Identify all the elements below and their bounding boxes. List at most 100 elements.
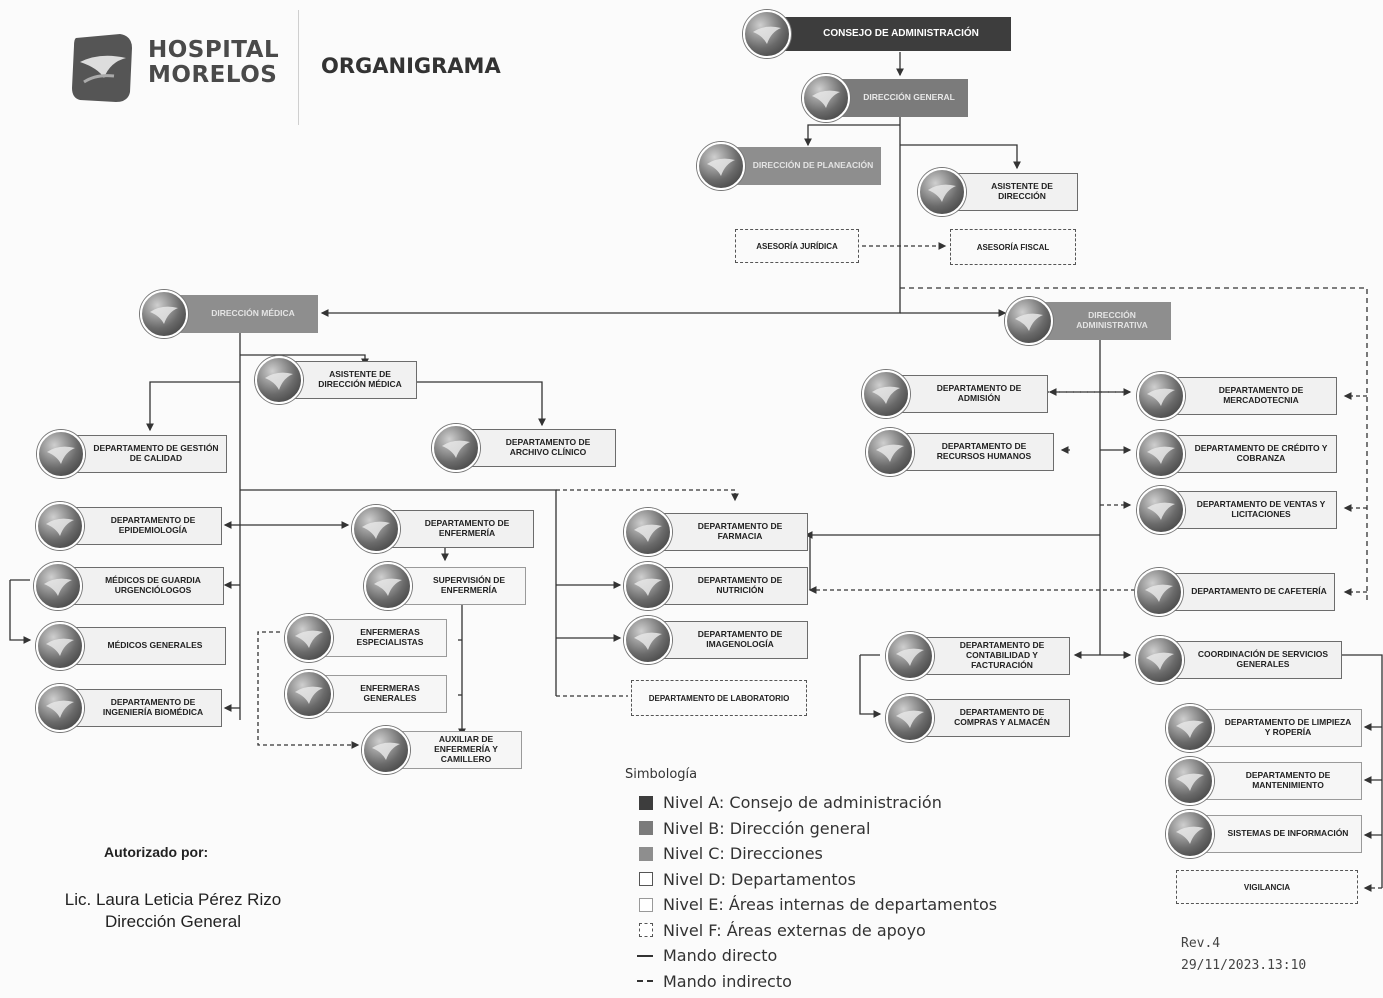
legend-label: Nivel D: Departamentos	[663, 869, 856, 889]
node-icon	[743, 10, 791, 58]
node-recursos-humanos[interactable]: DEPARTAMENTO DE RECURSOS HUMANOS	[866, 428, 1054, 476]
node-epidemiologia[interactable]: DEPARTAMENTO DE EPIDEMIOLOGÍA	[36, 502, 222, 550]
node-icon	[36, 622, 84, 670]
node-vigilancia[interactable]: VIGILANCIA	[1176, 870, 1358, 904]
legend-swatch	[639, 795, 653, 810]
node-direccion-general[interactable]: DIRECCIÓN GENERAL	[802, 74, 968, 122]
node-icon	[624, 562, 672, 610]
node-enfermeras-generales[interactable]: ENFERMERAS GENERALES	[285, 670, 447, 718]
node-ingenieria-biomedica[interactable]: DEPARTAMENTO DE INGENIERÍA BIOMÉDICA	[36, 684, 222, 732]
node-enfermeria[interactable]: DEPARTAMENTO DE ENFERMERÍA	[352, 505, 534, 553]
node-imagenologia[interactable]: DEPARTAMENTO DE IMAGENOLOGÍA	[624, 616, 808, 664]
brand-line-1: HOSPITAL	[148, 37, 280, 63]
node-label: DEPARTAMENTO DE COMPRAS Y ALMACÉN	[914, 699, 1070, 737]
legend-solid-line	[637, 954, 653, 957]
node-contabilidad[interactable]: DEPARTAMENTO DE CONTABILIDAD Y FACTURACI…	[886, 632, 1070, 680]
node-auxiliar-enfermeria[interactable]: AUXILIAR DE ENFERMERÍA Y CAMILLERO	[362, 726, 522, 774]
node-medicos-guardia[interactable]: MÉDICOS DE GUARDIA URGENCIÓLOGOS	[34, 562, 224, 610]
node-sistemas-informacion[interactable]: SISTEMAS DE INFORMACIÓN	[1166, 810, 1362, 858]
revision-date: 29/11/2023.13:10	[1181, 958, 1307, 973]
node-label: DEPARTAMENTO DE ENFERMERÍA	[380, 510, 534, 548]
legend-item-nivel-f: Nivel F: Áreas externas de apoyo	[625, 918, 997, 944]
node-mercadotecnia[interactable]: DEPARTAMENTO DE MERCADOTECNIA	[1137, 372, 1337, 420]
node-icon	[1136, 636, 1184, 684]
node-asistente-direccion[interactable]: ASISTENTE DE DIRECCIÓN	[918, 168, 1078, 216]
legend-label: Nivel C: Direcciones	[663, 844, 823, 864]
node-gestion-calidad[interactable]: DEPARTAMENTO DE GESTIÓN DE CALIDAD	[37, 430, 227, 478]
node-icon	[862, 370, 910, 418]
node-icon	[1137, 372, 1185, 420]
node-icon	[1166, 810, 1214, 858]
revision-info: Rev.4 29/11/2023.13:10	[1181, 933, 1306, 977]
node-label: COORDINACIÓN DE SERVICIOS GENERALES	[1164, 641, 1342, 679]
legend-label: Mando directo	[663, 946, 778, 966]
node-asesoria-juridica[interactable]: ASESORÍA JURÍDICA	[735, 229, 859, 263]
legend-item-nivel-d: Nivel D: Departamentos	[625, 867, 997, 893]
node-label: DIRECCIÓN DE PLANEACIÓN	[725, 147, 881, 185]
node-archivo-clinico[interactable]: DEPARTAMENTO DE ARCHIVO CLÍNICO	[432, 424, 616, 472]
node-direccion-administrativa[interactable]: DIRECCIÓN ADMINISTRATIVA	[1005, 297, 1171, 345]
node-supervision-enfermeria[interactable]: SUPERVISIÓN DE ENFERMERÍA	[364, 562, 526, 610]
node-enfermeras-especialistas[interactable]: ENFERMERAS ESPECIALISTAS	[285, 614, 447, 662]
node-icon	[1166, 757, 1214, 805]
node-icon	[37, 430, 85, 478]
node-label: ENFERMERAS ESPECIALISTAS	[313, 619, 447, 657]
node-label: DEPARTAMENTO DE FARMACIA	[652, 513, 808, 551]
node-icon	[624, 616, 672, 664]
legend-item-nivel-e: Nivel E: Áreas internas de departamentos	[625, 892, 997, 918]
node-icon	[886, 632, 934, 680]
node-label: DEPARTAMENTO DE CAFETERÍA	[1163, 573, 1335, 611]
node-label: MÉDICOS DE GUARDIA URGENCIÓLOGOS	[62, 567, 224, 605]
legend-label: Nivel B: Dirección general	[663, 818, 871, 838]
legend-swatch	[639, 821, 653, 836]
header-divider	[298, 10, 299, 125]
node-icon	[624, 508, 672, 556]
authorization-label: Autorizado por:	[104, 844, 209, 860]
node-credito-cobranza[interactable]: DEPARTAMENTO DE CRÉDITO Y COBRANZA	[1137, 430, 1337, 478]
node-icon	[362, 726, 410, 774]
node-asistente-direccion-medica[interactable]: ASISTENTE DE DIRECCIÓN MÉDICA	[255, 356, 417, 404]
node-cafeteria[interactable]: DEPARTAMENTO DE CAFETERÍA	[1135, 568, 1335, 616]
node-icon	[886, 694, 934, 742]
node-mantenimiento[interactable]: DEPARTAMENTO DE MANTENIMIENTO	[1166, 757, 1362, 805]
node-direccion-medica[interactable]: DIRECCIÓN MÉDICA	[140, 290, 318, 338]
page-title: ORGANIGRAMA	[321, 54, 501, 78]
node-icon	[802, 74, 850, 122]
node-icon	[432, 424, 480, 472]
node-label: SUPERVISIÓN DE ENFERMERÍA	[392, 567, 526, 605]
node-direccion-planeacion[interactable]: DIRECCIÓN DE PLANEACIÓN	[697, 142, 881, 190]
node-icon	[285, 670, 333, 718]
authorization-role: Dirección General	[104, 912, 242, 931]
node-icon	[285, 614, 333, 662]
hospital-name: HOSPITAL MORELOS	[148, 38, 279, 88]
node-admision[interactable]: DEPARTAMENTO DE ADMISIÓN	[862, 370, 1048, 418]
hospital-logo-icon	[72, 34, 132, 102]
node-label: DIRECCIÓN GENERAL	[830, 79, 968, 117]
node-label: CONSEJO DE ADMINISTRACIÓN	[771, 17, 1011, 51]
node-compras-almacen[interactable]: DEPARTAMENTO DE COMPRAS Y ALMACÉN	[886, 694, 1070, 742]
node-label: DEPARTAMENTO DE RECURSOS HUMANOS	[894, 433, 1054, 471]
node-icon	[36, 502, 84, 550]
node-medicos-generales[interactable]: MÉDICOS GENERALES	[36, 622, 226, 670]
node-limpieza-roperia[interactable]: DEPARTAMENTO DE LIMPIEZA Y ROPERÍA	[1166, 704, 1362, 752]
node-ventas-licitaciones[interactable]: DEPARTAMENTO DE VENTAS Y LICITACIONES	[1137, 486, 1337, 534]
node-label: DIRECCIÓN ADMINISTRATIVA	[1033, 302, 1171, 340]
node-label: DEPARTAMENTO DE GESTIÓN DE CALIDAD	[65, 435, 227, 473]
node-icon	[918, 168, 966, 216]
node-farmacia[interactable]: DEPARTAMENTO DE FARMACIA	[624, 508, 808, 556]
node-servicios-generales[interactable]: COORDINACIÓN DE SERVICIOS GENERALES	[1136, 636, 1342, 684]
legend-title: Simbología	[625, 767, 698, 782]
revision-number: Rev.4	[1181, 936, 1221, 951]
node-label: DEPARTAMENTO DE CRÉDITO Y COBRANZA	[1165, 435, 1337, 473]
node-label: ASISTENTE DE DIRECCIÓN MÉDICA	[283, 361, 417, 399]
node-asesoria-fiscal[interactable]: ASESORÍA FISCAL	[950, 229, 1076, 265]
node-nutricion[interactable]: DEPARTAMENTO DE NUTRICIÓN	[624, 562, 808, 610]
node-laboratorio[interactable]: DEPARTAMENTO DE LABORATORIO	[631, 680, 807, 716]
node-icon	[364, 562, 412, 610]
node-consejo[interactable]: CONSEJO DE ADMINISTRACIÓN	[743, 10, 1011, 58]
legend-swatch	[639, 923, 653, 938]
node-label: ENFERMERAS GENERALES	[313, 675, 447, 713]
node-label: DEPARTAMENTO DE INGENIERÍA BIOMÉDICA	[64, 689, 222, 727]
node-icon	[1135, 568, 1183, 616]
